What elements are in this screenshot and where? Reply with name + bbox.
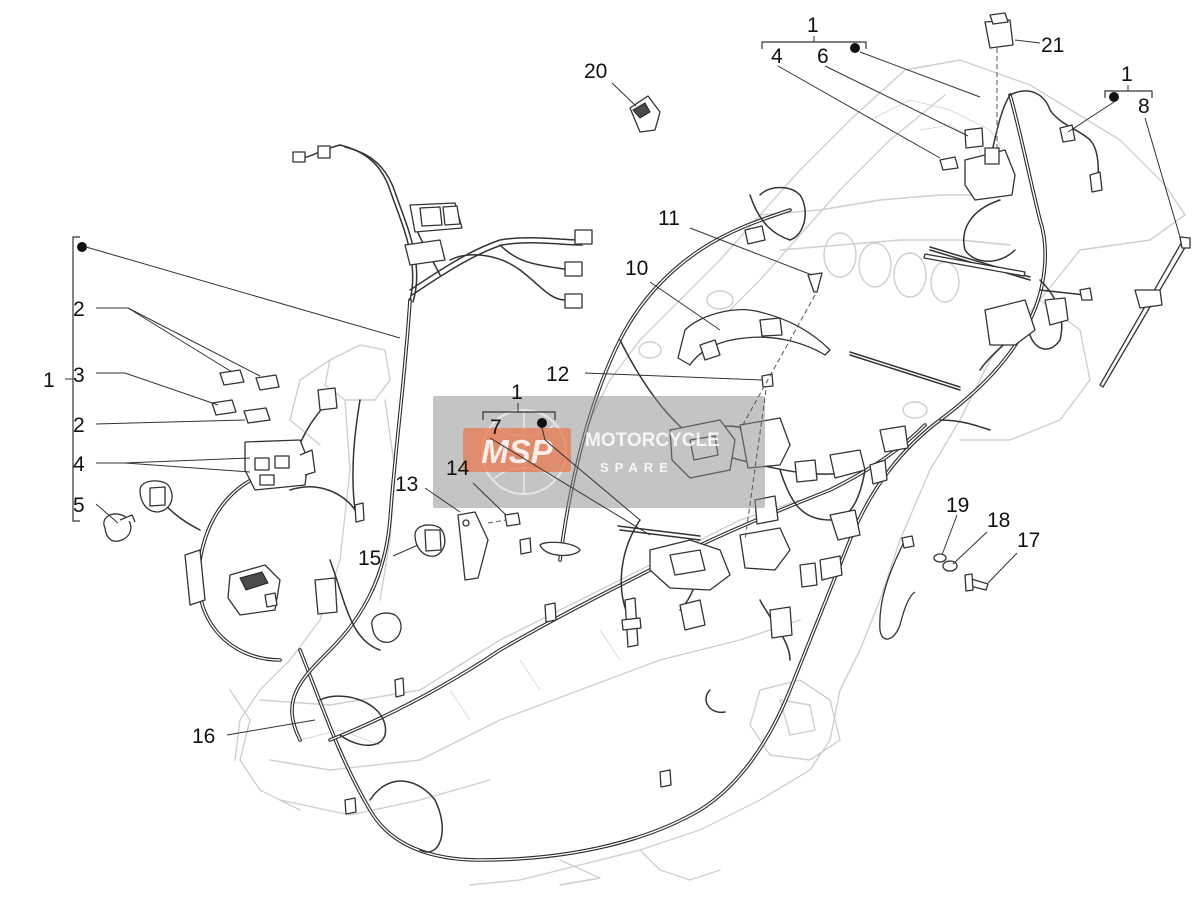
callout-11: 11 [658, 207, 680, 230]
connector-8-area [1059, 124, 1103, 193]
lambda-sensor [621, 597, 642, 648]
bullet-dot-mid [537, 418, 547, 428]
leader-lines [65, 36, 1181, 736]
callout-1-left: 1 [43, 369, 55, 392]
bullet-dot-left [77, 242, 87, 252]
rear-control-box [984, 297, 1069, 346]
relay-6 [964, 127, 984, 149]
bottom-left-clip [344, 502, 672, 815]
callout-21: 21 [1041, 34, 1064, 57]
callout-13: 13 [395, 473, 418, 496]
callout-3: 3 [73, 364, 85, 387]
callout-2-a: 2 [73, 298, 85, 321]
watermark: MSP MOTORCYCLE SPARE [433, 396, 765, 508]
cable-clamp-5 [103, 513, 136, 542]
watermark-name-text: MOTORCYCLE [585, 430, 720, 451]
callout-2-b: 2 [73, 414, 85, 437]
sensor-ring [371, 612, 402, 643]
rear-harness-branch [849, 90, 1100, 431]
callout-1-top: 1 [807, 14, 819, 37]
fuse-items [211, 369, 280, 424]
callout-18: 18 [987, 509, 1010, 532]
ground-cable [879, 535, 989, 640]
connector-21 [984, 12, 1014, 49]
long-cable-tie [923, 253, 1093, 301]
callout-15: 15 [358, 547, 381, 570]
callout-labels: 1 2 3 2 4 5 1 4 6 1 8 1 7 10 11 12 13 14… [43, 14, 1150, 748]
bracket-10 [677, 309, 831, 366]
cable-tie-8 [1099, 236, 1191, 388]
callout-14: 14 [446, 457, 470, 480]
callout-6: 6 [817, 45, 829, 68]
callout-8: 8 [1138, 95, 1150, 118]
watermark-sub-text: SPARE [600, 460, 674, 475]
handlebar-switch-left [139, 480, 173, 513]
clip-20 [629, 95, 661, 133]
fuse-box-rear [939, 147, 1016, 201]
bullet-dot-right [1109, 92, 1119, 102]
front-harness-branch [159, 144, 583, 651]
watermark-logo-text: MSP [481, 433, 554, 470]
regulator-unit [184, 549, 338, 616]
callout-4-left: 4 [73, 453, 85, 476]
connector-bottom-center [679, 599, 706, 631]
callout-17: 17 [1017, 529, 1040, 552]
watermark-logo-badge [463, 428, 571, 472]
sensor-15 [414, 524, 446, 557]
screw-14 [504, 512, 521, 527]
fuse-box-left [244, 387, 338, 491]
callout-1-mid: 1 [511, 381, 523, 404]
callout-4-top: 4 [771, 45, 783, 68]
relay-box-front [292, 145, 593, 309]
callout-19: 19 [946, 494, 969, 517]
bracket-13 [457, 511, 489, 581]
callout-16: 16 [192, 725, 215, 748]
bullet-dot-top [850, 43, 860, 53]
connector-top-center [744, 225, 766, 245]
callout-1-right: 1 [1121, 63, 1133, 86]
callout-12: 12 [546, 363, 569, 386]
callout-7: 7 [490, 416, 502, 439]
callout-10: 10 [625, 257, 648, 280]
callout-20: 20 [584, 60, 607, 83]
watermark-box [433, 396, 765, 508]
screw-11 [807, 272, 823, 293]
callout-5: 5 [73, 494, 85, 517]
parts [103, 12, 1191, 815]
